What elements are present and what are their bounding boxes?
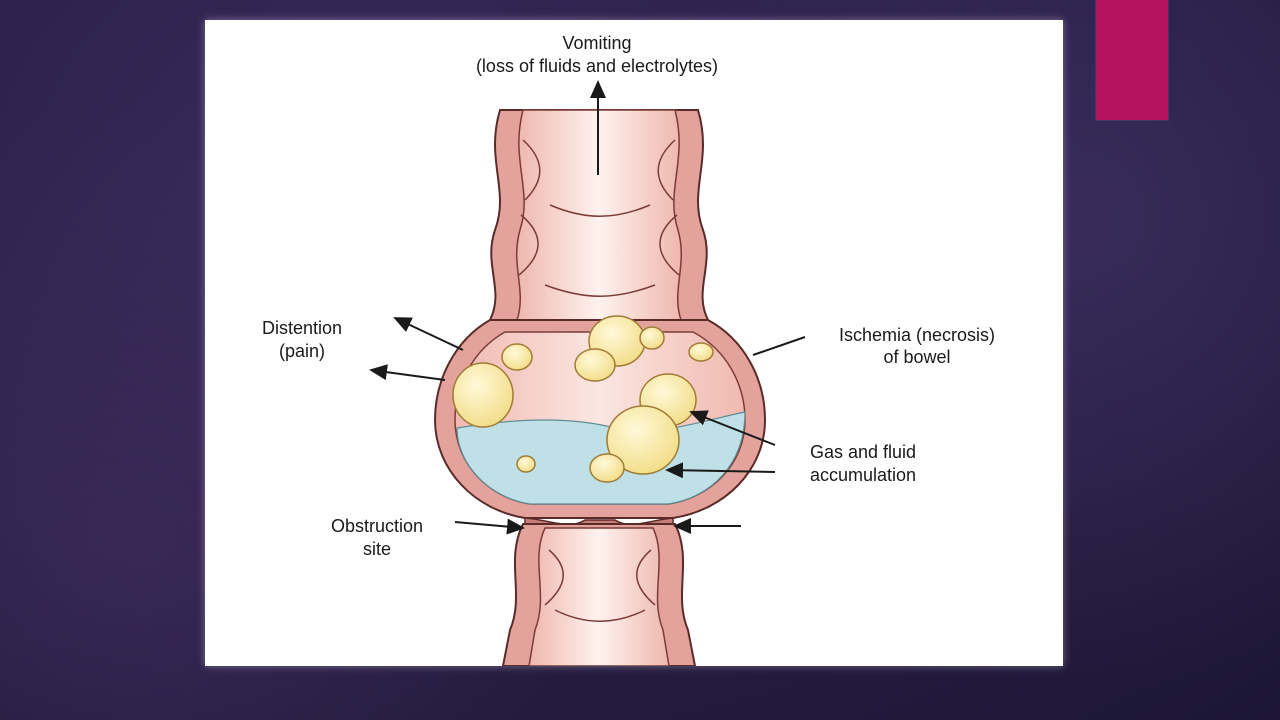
gas-fluid-label: Gas and fluid (810, 442, 916, 462)
lower-haustral-folds (544, 549, 656, 622)
obstruction-arrow-left (454, 518, 525, 535)
distention-arrow-upper (393, 317, 464, 351)
obstruction-label: Obstruction (331, 516, 423, 536)
accent-bar (1096, 0, 1168, 120)
obstruction-sublabel: site (363, 539, 391, 559)
gas-fluid-sublabel: accumulation (810, 465, 916, 485)
vomiting-label: Vomiting (562, 33, 631, 53)
bowel-obstruction-figure: Vomiting (loss of fluids and electrolyte… (205, 20, 1063, 666)
vomiting-sublabel: (loss of fluids and electrolytes) (476, 56, 718, 76)
distention-sublabel: (pain) (279, 341, 325, 361)
distention-arrow-lower (369, 364, 446, 381)
gas-bubbles (452, 315, 714, 483)
ischemia-pointer (752, 336, 806, 356)
fluid-pointer-arrow (665, 462, 776, 479)
ischemia-label: Ischemia (necrosis) (839, 325, 995, 345)
ischemia-sublabel: of bowel (883, 347, 950, 367)
upper-haustral-folds (518, 139, 680, 297)
bowel-diagram: Vomiting (loss of fluids and electrolyte… (262, 33, 995, 666)
lower-bowel-lumen (528, 527, 670, 666)
distention-label: Distention (262, 318, 342, 338)
gas-pointer-arrow (689, 410, 776, 446)
